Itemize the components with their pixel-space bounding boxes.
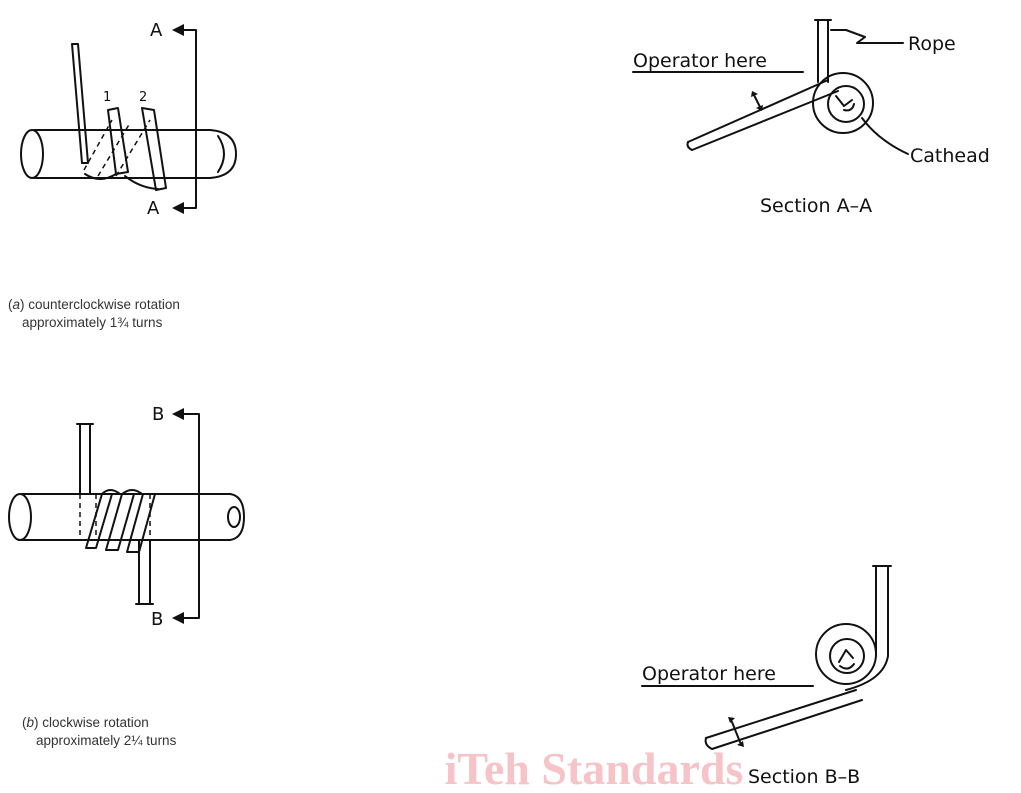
- section-a-operator-label: Operator here: [633, 50, 767, 72]
- caption-b-line1: (b) clockwise rotation: [22, 715, 149, 730]
- section-b-operator-label: Operator here: [642, 663, 776, 685]
- section-label-a-top: A: [150, 20, 163, 41]
- section-line-b: [172, 408, 200, 624]
- turn-number-2: 2: [139, 90, 147, 105]
- rope-wraps-a: [71, 43, 167, 191]
- caption-b-line2: approximately 2¼ turns: [36, 733, 177, 748]
- section-b-title: Section B–B: [748, 766, 860, 788]
- turn-number-1: 1: [103, 90, 111, 105]
- caption-a-letter: a: [13, 297, 21, 312]
- figure-a-side-view: 1 2 A A: [20, 20, 237, 219]
- section-b-view: [641, 565, 892, 750]
- section-a-view: [632, 19, 909, 155]
- section-a-rope-label: Rope: [908, 33, 956, 55]
- caption-b-letter: b: [27, 715, 35, 730]
- caption-a-text: counterclockwise rotation: [28, 297, 180, 312]
- section-label-b-bottom: B: [151, 609, 163, 630]
- caption-a-line2: approximately 1¾ turns: [22, 315, 163, 330]
- caption-a-line1: (a) counterclockwise rotation: [8, 297, 180, 312]
- section-label-a-bottom: A: [147, 198, 160, 219]
- section-a-cathead-label: Cathead: [910, 145, 990, 167]
- cathead-shaft-b: [8, 493, 245, 541]
- caption-b-text: clockwise rotation: [42, 715, 149, 730]
- section-a-title: Section A–A: [760, 195, 872, 217]
- figure-b-side-view: B B: [8, 404, 245, 630]
- section-label-b-top: B: [152, 404, 164, 425]
- rope-wraps-b: [76, 423, 156, 605]
- section-line-a: [172, 24, 197, 214]
- watermark: iTeh Standards: [445, 743, 744, 793]
